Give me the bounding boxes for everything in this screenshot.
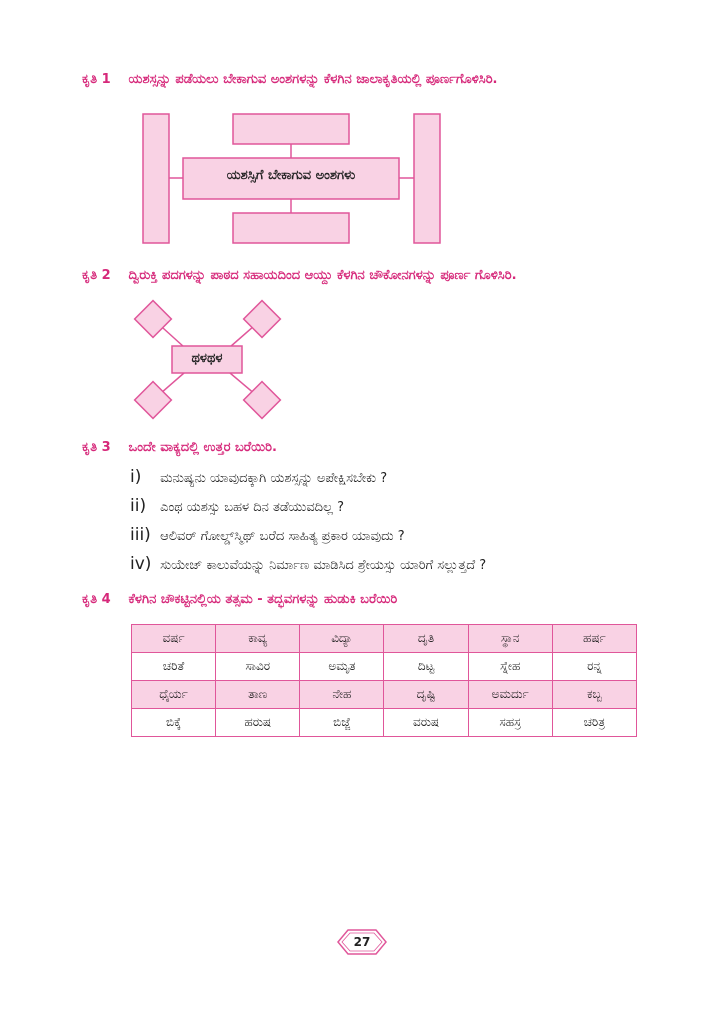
table-cell: ವರ್ಷ [130, 624, 217, 653]
bottom-box[interactable] [232, 212, 350, 244]
table-cell: ಕಾವ್ಯ [215, 624, 301, 653]
question-4-number: iv) [130, 554, 152, 574]
task2-instruction: ದ್ವಿರುಕ್ತಿ ಪದಗಳನ್ನು ಪಾಠದ ಸಹಾಯದಿಂದ ಆಯ್ದು … [128, 268, 517, 283]
table-cell: ಚರಿತೆ [130, 652, 217, 681]
table-row: ಧೈರ್ಯ ತಾಣ ನೇಹ ದೃಷ್ಟಿ ಅಮರ್ದು ಕಬ್ಬ [130, 680, 638, 709]
center-box [182, 157, 400, 200]
question-3-number: iii) [130, 525, 151, 545]
table-cell: ದಿಟ್ಟ [383, 652, 469, 681]
table-cell: ತಾಣ [215, 680, 301, 709]
diamond-top-right[interactable] [242, 299, 282, 339]
task2-label: ಕೃತಿ 2 [82, 268, 111, 283]
table-cell: ದೃತಿ [383, 624, 469, 653]
question-1-text: ಮನುಷ್ಯನು ಯಾವುದಕ್ಕಾಗಿ ಯಶಸ್ಸನ್ನು ಅಪೇಕ್ಷಿಸಬ… [160, 471, 388, 486]
task4-label: ಕೃತಿ 4 [82, 592, 111, 607]
table-cell: ಹರ್ಷ [551, 624, 638, 653]
word-table: ವರ್ಷ ಕಾವ್ಯ ವಿದ್ಯಾ ದೃತಿ ಸ್ಥಾನ ಹರ್ಷ ಚರಿತೆ … [130, 624, 638, 737]
diamond-bottom-left[interactable] [133, 380, 173, 420]
task3-label: ಕೃತಿ 3 [82, 440, 111, 455]
table-cell: ಹರುಷ [215, 708, 301, 737]
task3-heading: ಕೃತಿ 3 ಒಂದೇ ವಾಕ್ಯದಲ್ಲಿ ಉತ್ತರ ಬರೆಯಿರಿ. [82, 440, 277, 455]
table-cell: ಬಿಕ್ಕೆ [130, 708, 217, 737]
question-2-number: ii) [130, 496, 147, 516]
question-4-text: ಸುಯೇಜ್ ಕಾಲುವೆಯನ್ನು ನಿರ್ಮಾಣ ಮಾಡಿಸಿದ ಶ್ರೇಯ… [160, 558, 487, 573]
table-row: ಚರಿತೆ ಸಾವಿರ ಅಮೃತ ದಿಟ್ಟ ಸ್ನೇಹ ರನ್ನ [130, 652, 638, 681]
task2-center-label: ಥಳಥಳ [191, 351, 223, 366]
question-4: iv) ಸುಯೇಜ್ ಕಾಲುವೆಯನ್ನು ನಿರ್ಮಾಣ ಮಾಡಿಸಿದ ಶ… [130, 554, 486, 574]
table-cell: ನೇಹ [299, 680, 385, 709]
question-2-text: ಎಂಥ ಯಶಸ್ಸು ಬಹಳ ದಿನ ತಡೆಯುವದಿಲ್ಲ ? [160, 500, 345, 515]
task1-center-label: ಯಶಸ್ಸಿಗೆ ಬೇಕಾಗುವ ಅಂಶಗಳು [226, 168, 356, 183]
table-row: ಬಿಕ್ಕೆ ಹರುಷ ಬಿಜ್ಜೆ ವರುಷ ಸಹಸ್ರ ಚರಿತ್ರ [130, 708, 638, 737]
question-2: ii) ಎಂಥ ಯಶಸ್ಸು ಬಹಳ ದಿನ ತಡೆಯುವದಿಲ್ಲ ? [130, 496, 344, 516]
table-cell: ಧೈರ್ಯ [130, 680, 217, 709]
question-1-number: i) [130, 467, 142, 487]
table-cell: ವಿದ್ಯಾ [299, 624, 385, 653]
table-cell: ರನ್ನ [551, 652, 638, 681]
task1-instruction: ಯಶಸ್ಸನ್ನು ಪಡೆಯಲು ಬೇಕಾಗುವ ಅಂಶಗಳನ್ನು ಕೆಳಗಿ… [128, 72, 498, 87]
task3-instruction: ಒಂದೇ ವಾಕ್ಯದಲ್ಲಿ ಉತ್ತರ ಬರೆಯಿರಿ. [128, 440, 277, 455]
table-cell: ಸ್ನೇಹ [467, 652, 553, 681]
task4-heading: ಕೃತಿ 4 ಕೆಳಗಿನ ಚೌಕಟ್ಟಿನಲ್ಲಿಯ ತತ್ಸಮ - ತದ್ಭ… [82, 592, 397, 607]
table-cell: ಕಬ್ಬ [551, 680, 638, 709]
question-1: i) ಮನುಷ್ಯನು ಯಾವುದಕ್ಕಾಗಿ ಯಶಸ್ಸನ್ನು ಅಪೇಕ್ಷ… [130, 467, 387, 487]
side-box-right[interactable] [413, 113, 441, 244]
center-box-2 [171, 345, 243, 374]
top-box[interactable] [232, 113, 350, 145]
table-cell: ಸಾವಿರ [215, 652, 301, 681]
table-cell: ದೃಷ್ಟಿ [383, 680, 469, 709]
diamond-bottom-right[interactable] [242, 380, 282, 420]
task4-instruction: ಕೆಳಗಿನ ಚೌಕಟ್ಟಿನಲ್ಲಿಯ ತತ್ಸಮ - ತದ್ಭವಗಳನ್ನು… [128, 592, 398, 607]
table-cell: ಚರಿತ್ರ [551, 708, 638, 737]
table-cell: ವರುಷ [383, 708, 469, 737]
table-cell: ಸ್ಥಾನ [467, 624, 553, 653]
task1-label: ಕೃತಿ 1 [82, 72, 111, 87]
question-3-text: ಆಲಿವರ್ ಗೋಲ್ಡ್‌ಸ್ಮಿಥ್ ಬರೆದ ಸಾಹಿತ್ಯ ಪ್ರಕಾರ… [160, 529, 405, 544]
table-cell: ಸಹಸ್ರ [467, 708, 553, 737]
question-3: iii) ಆಲಿವರ್ ಗೋಲ್ಡ್‌ಸ್ಮಿಥ್ ಬರೆದ ಸಾಹಿತ್ಯ ಪ… [130, 525, 405, 545]
table-cell: ಅಮರ್ದು [467, 680, 553, 709]
table-cell: ಅಮೃತ [299, 652, 385, 681]
task2-heading: ಕೃತಿ 2 ದ್ವಿರುಕ್ತಿ ಪದಗಳನ್ನು ಪಾಠದ ಸಹಾಯದಿಂದ… [82, 268, 517, 283]
page-number: 27 [353, 935, 371, 949]
side-box-left[interactable] [142, 113, 170, 244]
diamond-top-left[interactable] [133, 299, 173, 339]
table-cell: ಬಿಜ್ಜೆ [299, 708, 385, 737]
task1-heading: ಕೃತಿ 1 ಯಶಸ್ಸನ್ನು ಪಡೆಯಲು ಬೇಕಾಗುವ ಅಂಶಗಳನ್ನ… [82, 72, 498, 87]
table-row: ವರ್ಷ ಕಾವ್ಯ ವಿದ್ಯಾ ದೃತಿ ಸ್ಥಾನ ಹರ್ಷ [130, 624, 638, 653]
page-number-badge [337, 929, 387, 955]
